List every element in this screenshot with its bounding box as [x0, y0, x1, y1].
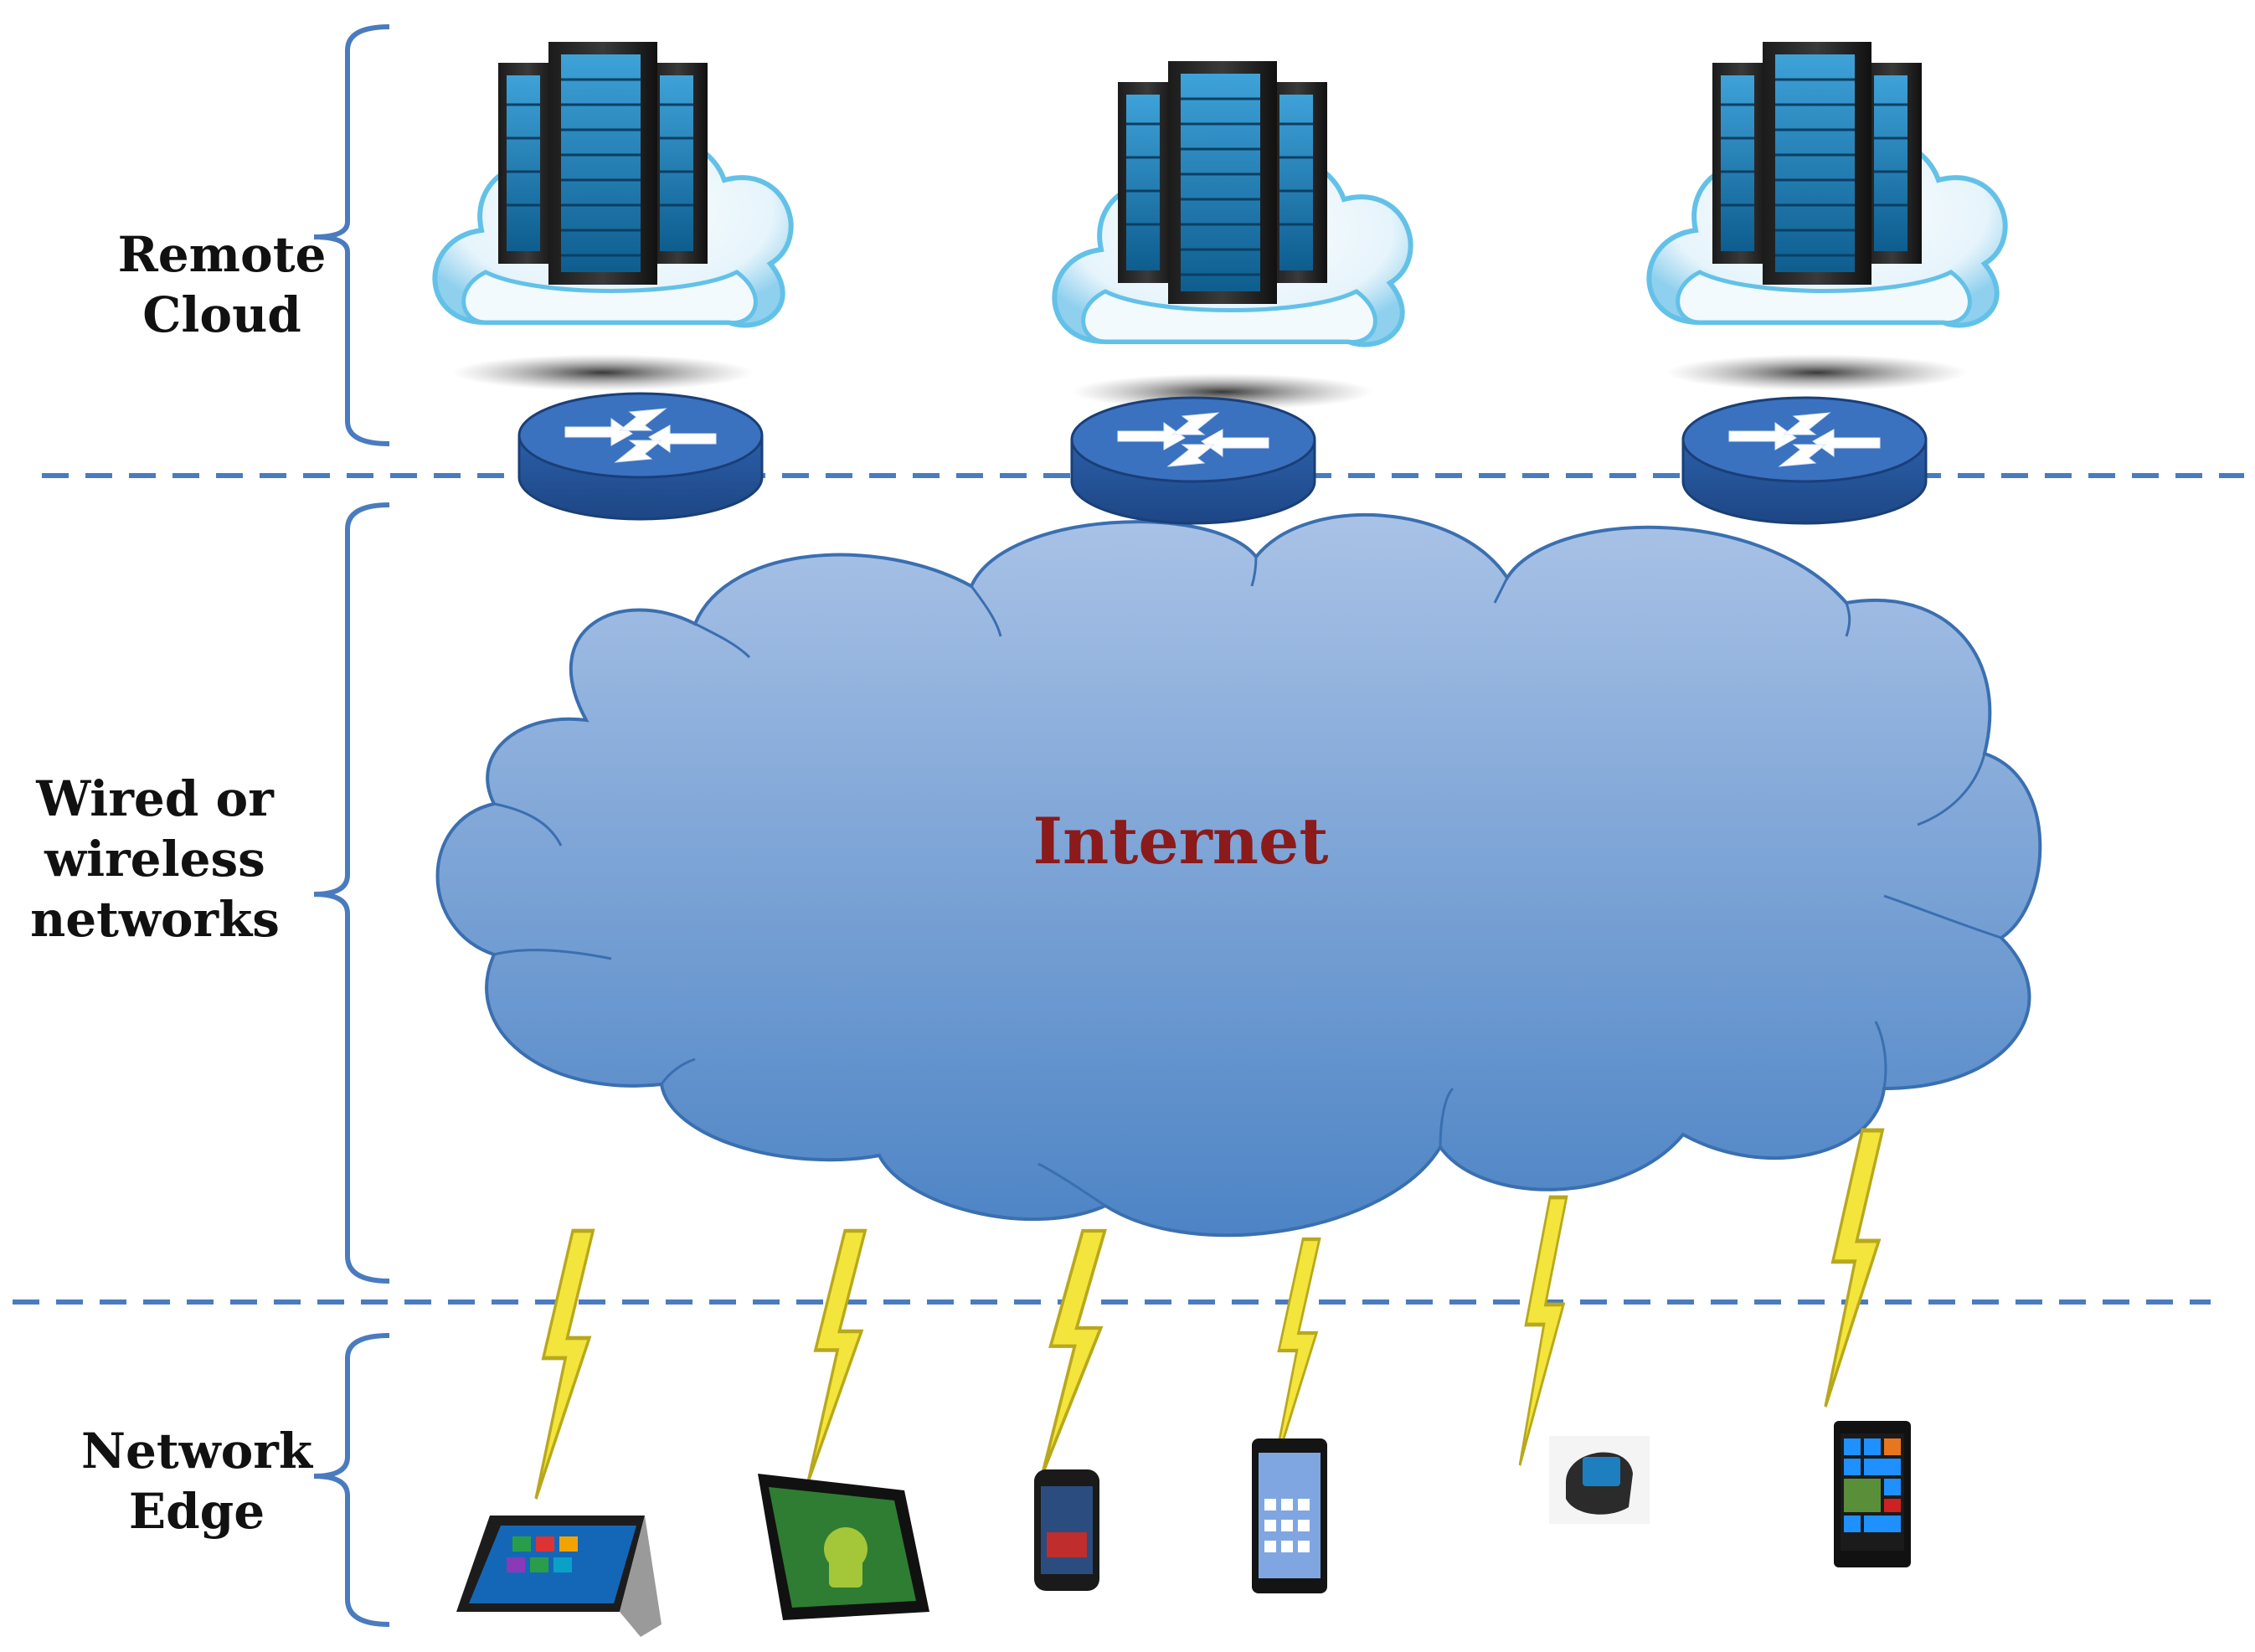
network-edge-label-line-1: Network	[80, 1423, 313, 1480]
remote-cloud-label-line-1: Remote	[117, 226, 327, 283]
networks-label-line-3: networks	[30, 891, 280, 948]
lightning-bolt-1	[536, 1231, 593, 1499]
router-2	[1070, 396, 1316, 525]
remote-cloud-label-line-2: Cloud	[142, 286, 301, 343]
network-edge-label: Network Edge	[75, 1421, 318, 1541]
router-3	[1681, 396, 1928, 525]
phone-android	[1252, 1438, 1327, 1593]
remote-cloud-label: Remote Cloud	[100, 224, 343, 345]
networks-label-line-1: Wired or	[36, 770, 274, 827]
lightning-bolt-2	[808, 1231, 865, 1482]
server-cloud-1	[435, 42, 790, 391]
server-cloud-3	[1649, 42, 2005, 391]
tablet-android	[758, 1474, 929, 1620]
internet-cloud	[435, 512, 2042, 1238]
remote-cloud-bracket	[313, 24, 390, 446]
networks-bracket	[313, 502, 390, 1284]
networks-label-line-2: wireless	[44, 831, 265, 888]
lightning-bolt-5	[1520, 1197, 1567, 1465]
server-cloud-2	[1054, 61, 1410, 410]
router-1	[517, 392, 764, 521]
phone-windows	[1834, 1421, 1911, 1567]
lightning-bolt-3	[1043, 1231, 1104, 1474]
internet-label: Internet	[1032, 804, 1329, 878]
network-edge-label-line-2: Edge	[128, 1483, 265, 1540]
tablet-windows	[456, 1516, 662, 1637]
phone-moto	[1034, 1469, 1099, 1591]
smartwatch	[1549, 1436, 1650, 1524]
lightning-bolt-6	[1825, 1130, 1882, 1407]
network-edge-bracket	[313, 1333, 390, 1627]
networks-label: Wired or wireless networks	[25, 769, 285, 950]
